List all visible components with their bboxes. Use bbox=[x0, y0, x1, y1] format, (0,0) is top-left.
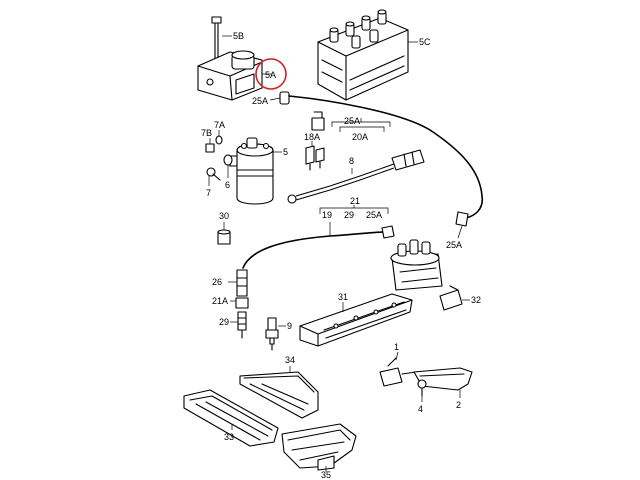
coil-pack-5c bbox=[317, 9, 418, 101]
callout-4: 4 bbox=[418, 404, 423, 414]
callout-35: 35 bbox=[321, 470, 331, 480]
callout-9: 9 bbox=[287, 321, 292, 331]
callout-34: 34 bbox=[285, 355, 295, 365]
callout-31: 31 bbox=[338, 292, 348, 302]
bracket-20a bbox=[331, 118, 391, 132]
connector-21a bbox=[230, 297, 249, 309]
callout-20a: 20A bbox=[352, 132, 368, 142]
callout-7: 7 bbox=[206, 188, 211, 198]
callout-1: 1 bbox=[394, 342, 399, 352]
callout-21: 21 bbox=[350, 196, 360, 206]
plug-connector-26 bbox=[228, 269, 248, 297]
callout-33: 33 bbox=[224, 432, 234, 442]
screw-4 bbox=[417, 379, 427, 402]
bracket-32 bbox=[439, 285, 470, 311]
ignition-coil-5a bbox=[197, 50, 272, 101]
callout-30: 30 bbox=[219, 211, 229, 221]
clamp-6 bbox=[223, 154, 233, 178]
callout-6: 6 bbox=[225, 180, 230, 190]
callout-25a-mid: 25A bbox=[366, 210, 382, 220]
callout-18a: 18A bbox=[304, 132, 320, 142]
highlight-circle-5a bbox=[255, 58, 287, 90]
cover-35 bbox=[281, 423, 357, 472]
ignition-coil-5 bbox=[229, 137, 282, 205]
callout-32: 32 bbox=[471, 295, 481, 305]
callout-26: 26 bbox=[212, 277, 222, 287]
callout-5b: 5B bbox=[233, 31, 244, 41]
callout-7b: 7B bbox=[201, 128, 212, 138]
nut-7b bbox=[205, 138, 215, 153]
spark-plug-9 bbox=[265, 317, 286, 351]
cover-34 bbox=[239, 366, 319, 419]
callout-7a: 7A bbox=[214, 120, 225, 130]
cover-31 bbox=[299, 293, 413, 347]
callout-5a: 5A bbox=[265, 70, 276, 80]
callout-29: 29 bbox=[219, 317, 229, 327]
distributor-cap bbox=[390, 239, 443, 291]
callout-2: 2 bbox=[456, 400, 461, 410]
spark-plug-lead bbox=[242, 222, 395, 269]
callout-25a-upper: 25A bbox=[252, 96, 268, 106]
callout-8: 8 bbox=[349, 156, 354, 166]
bracket-21 bbox=[319, 205, 389, 214]
sensor-1 bbox=[379, 351, 417, 387]
callout-5c: 5C bbox=[419, 37, 431, 47]
callout-21a: 21A bbox=[212, 296, 228, 306]
callout-29-top: 29 bbox=[344, 210, 354, 220]
harness-8 bbox=[287, 149, 425, 204]
washer-7a bbox=[215, 130, 223, 145]
callout-5: 5 bbox=[283, 147, 288, 157]
ht-lead-25a bbox=[269, 91, 484, 239]
callout-25a-right: 25A bbox=[446, 240, 462, 250]
screw-7 bbox=[206, 167, 221, 186]
clip-small bbox=[311, 111, 325, 131]
bolt-5b bbox=[211, 16, 232, 63]
cover-33 bbox=[183, 389, 279, 447]
grommet-30 bbox=[217, 222, 231, 245]
connector-18a bbox=[305, 141, 325, 171]
spark-plug-29 bbox=[230, 311, 247, 339]
callout-25a-group: 25A bbox=[344, 116, 360, 126]
callout-19: 19 bbox=[322, 210, 332, 220]
